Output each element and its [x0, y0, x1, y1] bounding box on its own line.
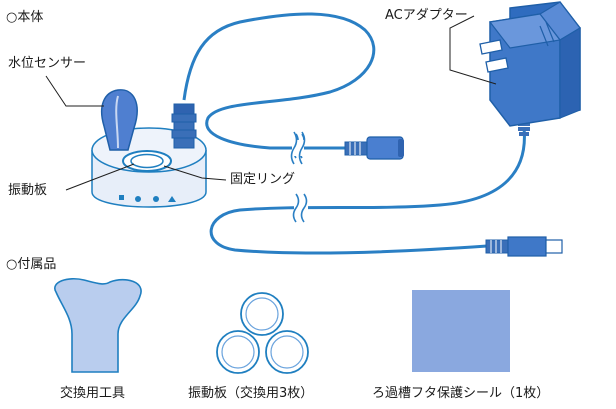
caption-protective-seal: ろ過槽フタ保護シール（1枚） — [372, 386, 550, 401]
ac-adapter — [479, 1, 581, 127]
cable-adapter-to-plug — [209, 127, 526, 255]
section-accessories: ○付属品 — [6, 257, 57, 272]
water-level-sensor — [100, 89, 138, 151]
cable-connector — [344, 136, 404, 160]
cable-unit-to-connector — [182, 12, 376, 150]
label-fixing-ring: 固定リング — [230, 172, 296, 187]
main-unit — [91, 89, 207, 208]
leader-vibration-plate — [65, 163, 135, 191]
leader-fixing-ring — [163, 165, 227, 181]
leader-water-sensor — [45, 75, 104, 107]
replacement-tool — [54, 277, 142, 373]
spare-vibration-plates — [216, 292, 309, 374]
label-water-sensor: 水位センサー — [8, 56, 87, 71]
protective-seal — [412, 290, 510, 372]
front-indicators — [119, 195, 176, 202]
label-ac-adapter: ACアダプター — [385, 8, 468, 23]
label-vibration-plate: 振動板 — [8, 183, 48, 198]
cable-gland — [171, 103, 197, 149]
caption-spare-plates: 振動板（交換用3枚） — [188, 386, 314, 401]
leader-ac-adapter — [449, 15, 497, 85]
cable-break-mark-2 — [292, 193, 308, 223]
section-main-unit: ○本体 — [6, 10, 44, 25]
caption-replacement-tool: 交換用工具 — [60, 386, 126, 401]
dc-plug — [485, 236, 563, 257]
